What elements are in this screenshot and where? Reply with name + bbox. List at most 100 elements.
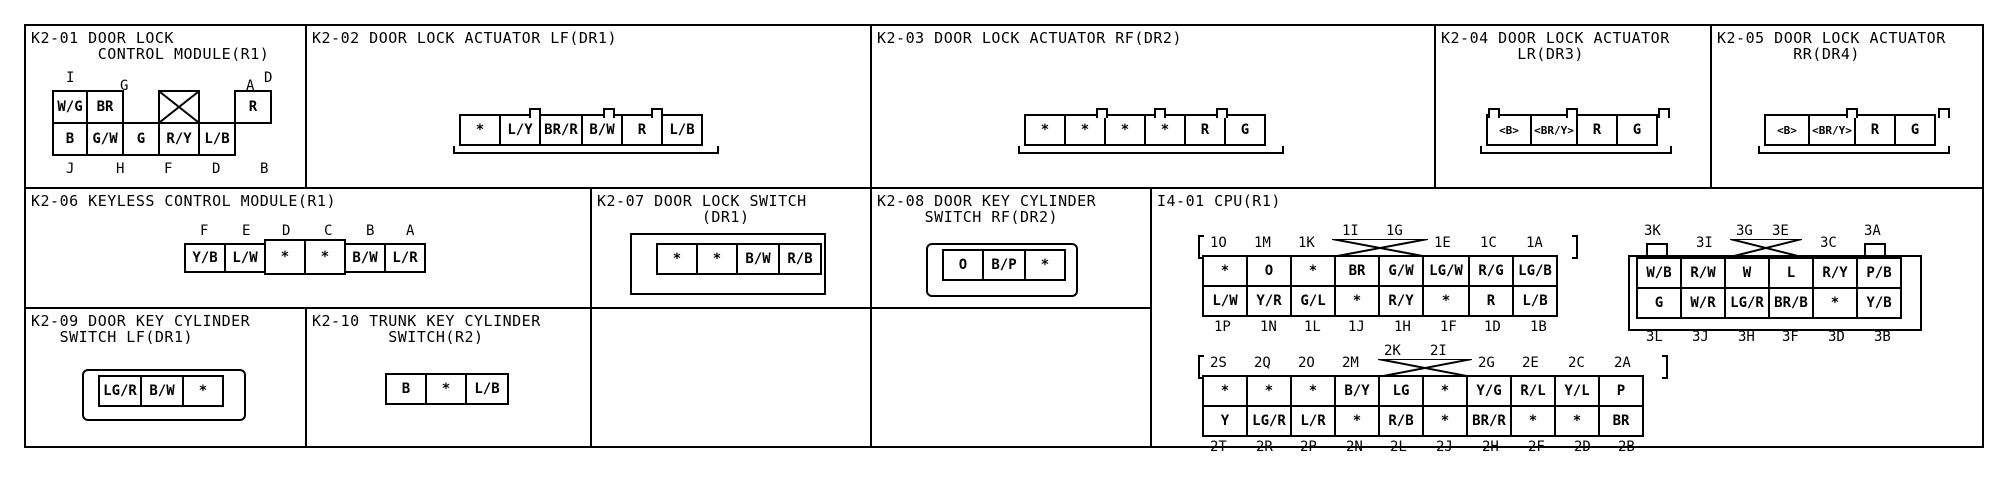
pin-label: 1C: [1480, 235, 1497, 251]
cell: L: [1768, 257, 1814, 289]
box-title: K2-08 DOOR KEY CYLINDER SWITCH RF(DR2): [877, 192, 1097, 226]
cell: Y/R: [1246, 285, 1292, 317]
pin-label: C: [324, 223, 333, 239]
pin-label: A: [406, 223, 415, 239]
cell: *: [425, 373, 467, 405]
pin-label: H: [116, 161, 125, 177]
cell: BR: [86, 90, 124, 124]
cell: R/Y: [1812, 257, 1858, 289]
pin-label: D: [212, 161, 221, 177]
box-i4-01: I4-01 CPU(R1) 1O 1M 1K 1I 1G 1E 1C 1A * …: [1150, 187, 1984, 455]
box-title: K2-02 DOOR LOCK ACTUATOR LF(DR1): [312, 29, 617, 47]
box-empty: [590, 307, 872, 448]
cell: R/G: [1468, 255, 1514, 287]
box-title: K2-07 DOOR LOCK SWITCH (DR1): [597, 192, 807, 226]
cell: R: [1576, 114, 1618, 146]
pin-label: 3A: [1864, 223, 1881, 239]
box-title: K2-09 DOOR KEY CYLINDER SWITCH LF(DR1): [31, 312, 251, 346]
pin-label: 3I: [1696, 235, 1713, 251]
cell: G/L: [1290, 285, 1336, 317]
pin-label: 1P: [1214, 319, 1231, 335]
cell: L/B: [1512, 285, 1558, 317]
pin-label: 2J: [1436, 439, 1453, 455]
pin-label: G: [120, 78, 129, 94]
cell: G/W: [86, 122, 124, 156]
cell: B: [52, 122, 88, 156]
cell: *: [1422, 375, 1468, 407]
pin-label: 1J: [1348, 319, 1365, 335]
box-title: K2-01 DOOR LOCK CONTROL MODULE(R1): [31, 29, 270, 63]
cell: R: [621, 114, 663, 146]
box-title: K2-10 TRUNK KEY CYLINDER SWITCH(R2): [312, 312, 541, 346]
pin-label: I: [66, 70, 75, 86]
connector-k2-09: LG/R B/W *: [82, 369, 246, 421]
cell: G: [122, 122, 160, 156]
cell: Y: [1202, 405, 1248, 437]
cell: *: [1144, 114, 1186, 146]
cell: W/B: [1636, 257, 1682, 289]
cell: G: [1894, 114, 1936, 146]
cell: LG/B: [1512, 255, 1558, 287]
pin-label: 3E: [1772, 223, 1789, 239]
pin-label: 1B: [1530, 319, 1547, 335]
cell: R/W: [1680, 257, 1726, 289]
cell: B/W: [736, 243, 780, 275]
cell: *: [1290, 255, 1336, 287]
cell: L/W: [1202, 285, 1248, 317]
cell: R: [1854, 114, 1896, 146]
connector-k2-08: O B/P *: [926, 243, 1078, 297]
cell: *: [1510, 405, 1556, 437]
cell: L/Y: [499, 114, 541, 146]
pin-label: E: [242, 223, 251, 239]
box-title: K2-05 DOOR LOCK ACTUATOR RR(DR4): [1717, 29, 1946, 63]
cell: *: [656, 243, 698, 275]
box-k2-01: K2-01 DOOR LOCK CONTROL MODULE(R1) I G A…: [24, 24, 307, 189]
pin-label: 2G: [1478, 355, 1495, 371]
cell: G/W: [1378, 255, 1424, 287]
pin-label: 3C: [1820, 235, 1837, 251]
cell: <BR/Y>: [1530, 114, 1578, 146]
cell: G: [1636, 287, 1682, 319]
pin-label: 2S: [1210, 355, 1227, 371]
cell: BR/R: [1466, 405, 1512, 437]
cell: O: [1246, 255, 1292, 287]
pin-label: F: [200, 223, 209, 239]
pin-label: 1H: [1394, 319, 1411, 335]
connector-k2-07: * * B/W R/B: [630, 233, 826, 295]
cell: G: [1224, 114, 1266, 146]
cell: R/Y: [158, 122, 200, 156]
pin-label: 3K: [1644, 223, 1661, 239]
cell: R: [1468, 285, 1514, 317]
pin-label: 3G: [1736, 223, 1753, 239]
blank-cavity: [198, 90, 236, 124]
pin-label: 1M: [1254, 235, 1271, 251]
connector-k2-05: <B> <BR/Y> R G: [1758, 108, 1950, 154]
pin-label: 1O: [1210, 235, 1227, 251]
pin-label: 2H: [1482, 439, 1499, 455]
cell: B/W: [140, 375, 184, 407]
pin-label: 2N: [1346, 439, 1363, 455]
pin-label: 2M: [1342, 355, 1359, 371]
cell: P: [1598, 375, 1644, 407]
pin-label: D: [264, 70, 273, 86]
cell: G: [1616, 114, 1658, 146]
pin-label: 2B: [1618, 439, 1635, 455]
pin-label: 3F: [1782, 329, 1799, 345]
cell: R/B: [1378, 405, 1424, 437]
cell: *: [1064, 114, 1106, 146]
box-k2-09: K2-09 DOOR KEY CYLINDER SWITCH LF(DR1) L…: [24, 307, 307, 448]
cell: B/Y: [1334, 375, 1380, 407]
pin-label: 2Q: [1254, 355, 1271, 371]
cell: *: [459, 114, 501, 146]
pin-label: 1L: [1304, 319, 1321, 335]
cell: W/R: [1680, 287, 1726, 319]
box-k2-06: K2-06 KEYLESS CONTROL MODULE(R1) F E D C…: [24, 187, 592, 309]
pin-label: 1G: [1386, 223, 1403, 239]
cell: BR/R: [539, 114, 583, 146]
cell: W: [1724, 257, 1770, 289]
cell: LG/R: [1246, 405, 1292, 437]
pin-label: 1E: [1434, 235, 1451, 251]
cell: *: [304, 239, 346, 275]
connector-k2-06: F E D C B A Y/B L/W * * B/W L/R: [184, 223, 426, 275]
